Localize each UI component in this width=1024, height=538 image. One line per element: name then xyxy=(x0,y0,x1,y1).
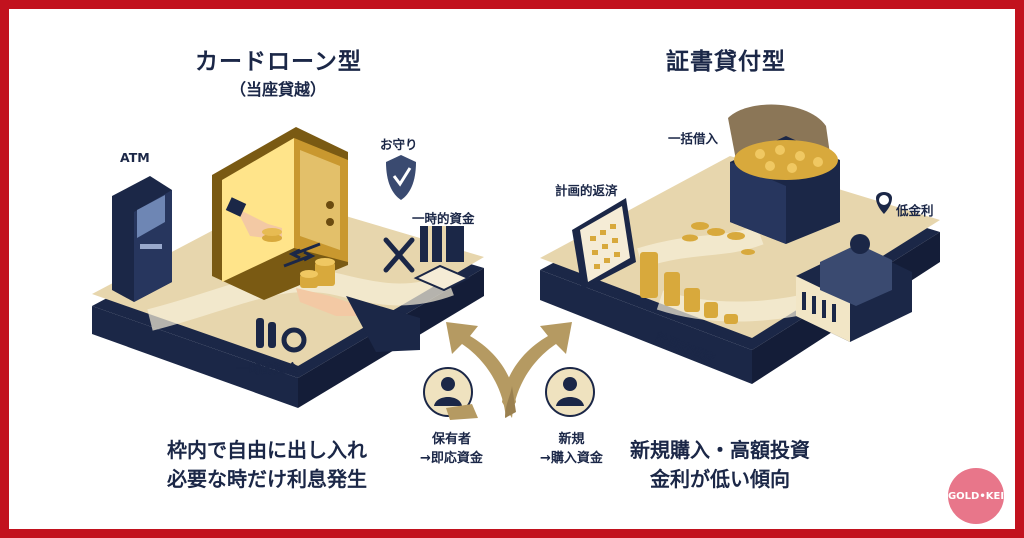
left-caption: 枠内で自由に出し入れ 必要な時だけ利息発生 xyxy=(167,436,367,494)
left-title: カードローン型 xyxy=(195,49,362,75)
calendar-icon xyxy=(572,198,636,290)
atm-label: ATM xyxy=(120,150,150,165)
books-icon xyxy=(413,226,471,292)
lump-sum-label: 一括借入 xyxy=(668,131,719,146)
holder-person-icon xyxy=(423,367,478,420)
shield-icon xyxy=(386,155,416,200)
treasure-chest-icon xyxy=(682,104,840,255)
bank-building-icon xyxy=(796,234,912,342)
right-caption-line-2: 金利が低い傾向 xyxy=(650,467,790,491)
tools-icon xyxy=(383,237,415,273)
right-title: 証書貸付型 xyxy=(666,49,786,75)
center-arrows xyxy=(446,322,572,418)
hand-coins-icon xyxy=(225,197,420,352)
newcomer-line-2: →購入資金 xyxy=(540,451,603,466)
planned-repay-top-label: 計画的返済 xyxy=(555,183,618,198)
gold-kei-badge: GOLD•KEI xyxy=(948,468,1004,524)
holder-line-2: →即応資金 xyxy=(420,451,483,466)
holder-line-1: 保有者 xyxy=(431,432,471,447)
illustration xyxy=(92,104,940,420)
right-caption: 新規購入・高額投資 金利が低い傾向 xyxy=(630,436,810,494)
atm-icon xyxy=(112,176,172,302)
left-caption-line-1: 枠内で自由に出し入れ xyxy=(167,438,367,462)
left-caption-line-2: 必要な時だけ利息発生 xyxy=(167,467,367,491)
newcomer-person-icon xyxy=(545,367,595,417)
left-subtitle: （当座貸越） xyxy=(230,80,327,99)
charm-label: お守り xyxy=(380,137,418,152)
right-caption-line-1: 新規購入・高額投資 xyxy=(630,438,810,462)
temp-funds-right-label: 一時的資金 xyxy=(412,211,475,226)
gear-icon xyxy=(256,318,307,353)
low-rate-label: 低金利 xyxy=(896,203,934,218)
percent-pin-icon xyxy=(876,192,892,214)
newcomer-label: 新規 →購入資金 xyxy=(540,430,603,468)
frame: カードローン型 （当座貸越） ATM お守り 一時的資金 一時的資金 枠内で自由… xyxy=(9,9,1015,529)
coin-stacks-icon xyxy=(640,252,738,324)
temp-funds-bottom-label: 一時的資金 xyxy=(236,361,299,376)
vault-icon xyxy=(212,127,348,300)
holder-label: 保有者 →即応資金 xyxy=(420,430,483,468)
newcomer-line-1: 新規 xyxy=(558,432,585,447)
